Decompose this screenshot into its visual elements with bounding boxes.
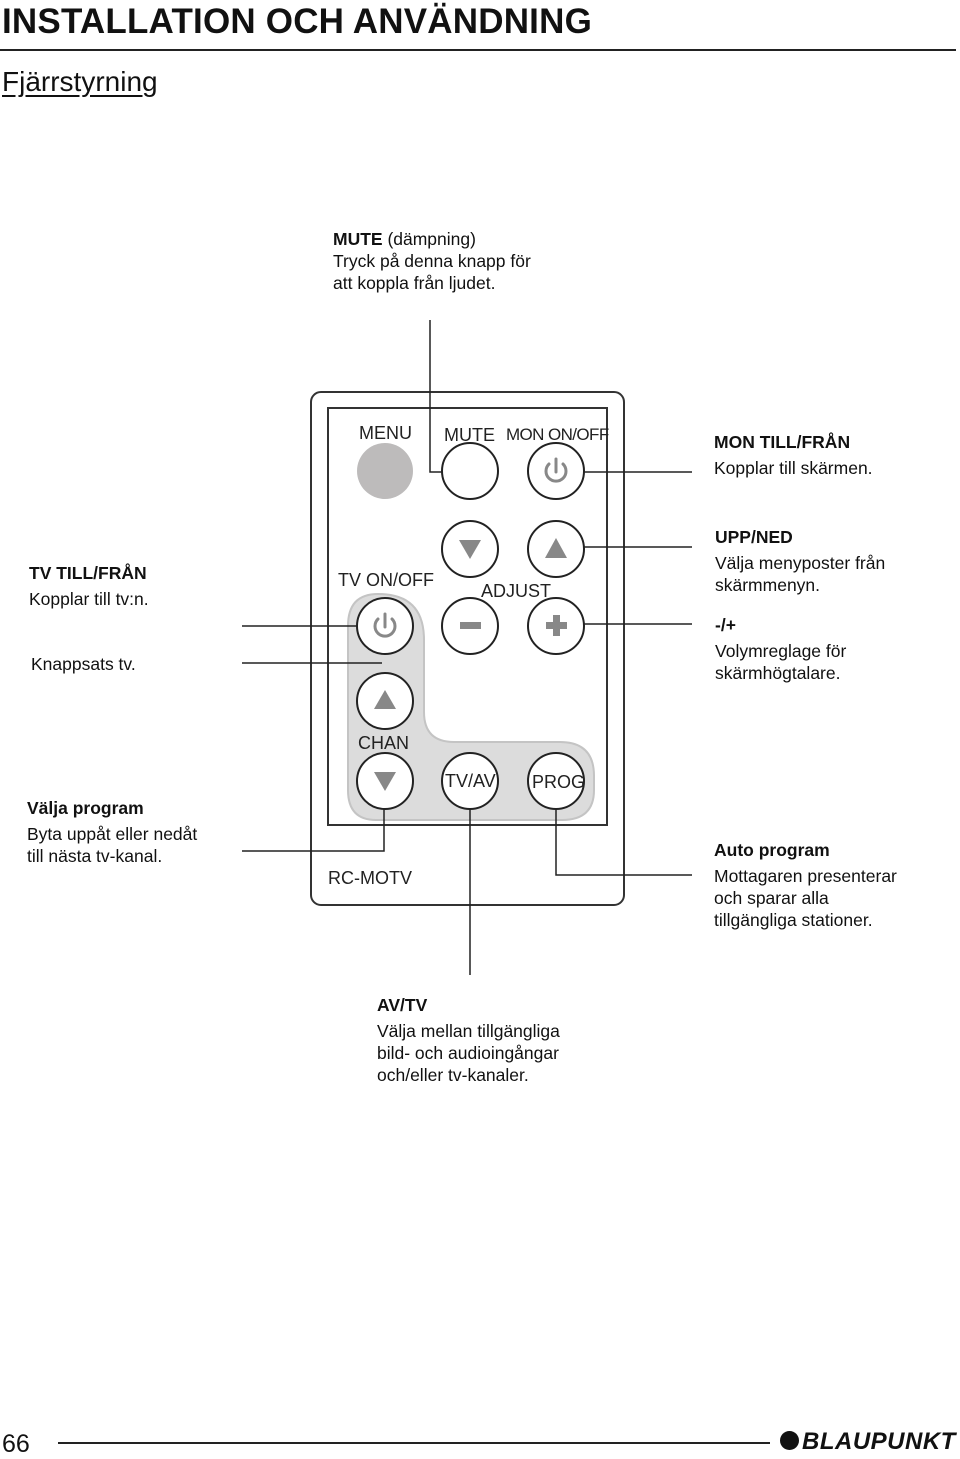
mon-callout: MON TILL/FRÅN Kopplar till skärmen. — [714, 432, 873, 478]
chan-label: CHAN — [358, 733, 410, 753]
brand-logo: BLAUPUNKT — [780, 1428, 956, 1456]
menu-label: MENU — [359, 423, 412, 443]
triangle-up-icon — [374, 690, 396, 709]
mon-onoff-label: MON ON/OFF — [506, 425, 609, 444]
menu-button — [357, 443, 413, 499]
mute-callout: MUTE (dämpning) Tryck på denna knapp för… — [333, 229, 531, 293]
mute-label: MUTE — [444, 425, 495, 445]
plus-icon — [546, 615, 567, 636]
volume-callout: -/+ Volymreglage för skärmhögtalare. — [715, 615, 847, 683]
power-icon — [373, 612, 397, 638]
avtv-callout: AV/TV Välja mellan tillgängliga bild- oc… — [377, 995, 560, 1085]
power-icon — [544, 457, 568, 483]
footer-rule — [58, 1442, 770, 1444]
updown-callout: UPP/NED Välja menyposter från skärmmenyn… — [715, 527, 886, 595]
channel-callout: Välja program Byta uppåt eller nedåt til… — [27, 798, 198, 866]
remote-outer-body — [310, 391, 625, 906]
triangle-down-icon — [374, 772, 396, 791]
prog-button — [527, 752, 585, 810]
triangle-up-icon — [545, 538, 567, 558]
channel-leader — [242, 798, 385, 852]
tvav-button — [441, 752, 499, 810]
keypad-callout: Knappsats tv. — [31, 654, 136, 674]
adjust-label: ADJUST — [481, 581, 552, 601]
mute-button — [441, 442, 499, 500]
prog-label: PROG — [532, 772, 586, 792]
heading-rule — [0, 49, 956, 51]
remote-inner-panel — [327, 407, 608, 826]
auto-callout: Auto program Mottagaren presenterar och … — [714, 840, 897, 930]
brand-name: BLAUPUNKT — [802, 1428, 956, 1455]
prog-leader — [555, 798, 692, 876]
model-label: RC-MOTV — [328, 868, 412, 888]
section-title: Fjärrstyrning — [2, 66, 158, 97]
tv-callout: TV TILL/FRÅN Kopplar till tv:n. — [29, 563, 149, 609]
brand-dot-icon — [780, 1431, 799, 1450]
minus-icon — [460, 622, 481, 629]
tvav-label: TV/AV — [445, 771, 496, 791]
page-number: 66 — [2, 1430, 30, 1458]
triangle-down-icon — [459, 540, 481, 559]
chan-panel — [347, 592, 595, 821]
page-heading: INSTALLATION OCH ANVÄNDNING — [2, 2, 592, 41]
tv-onoff-label: TV ON/OFF — [338, 570, 434, 590]
